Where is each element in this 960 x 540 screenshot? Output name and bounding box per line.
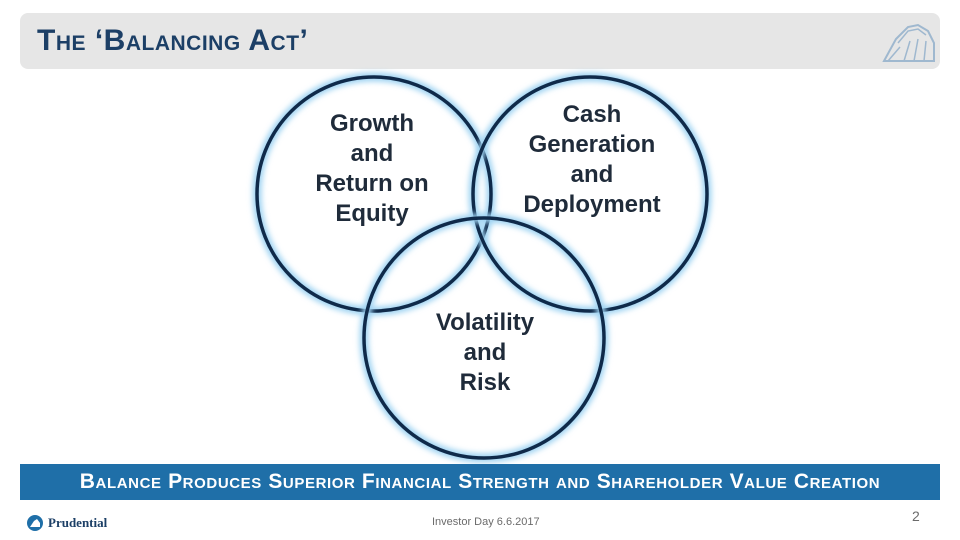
bottom-banner: Balance Produces Superior Financial Stre… [20, 464, 940, 500]
footer-event-date: Investor Day 6.6.2017 [432, 516, 540, 528]
page-number: 2 [912, 508, 920, 524]
prudential-logo: Prudential [26, 512, 107, 534]
label-volatility: Volatility and Risk [435, 309, 535, 396]
rock-logo-icon [882, 23, 935, 62]
banner-text: Balance Produces Superior Financial Stre… [79, 470, 881, 493]
logo-text: Prudential [48, 515, 108, 530]
circle-volatility [359, 213, 609, 463]
label-cash: Cash Generation and Deployment [523, 101, 661, 218]
title-bar: The ‘Balancing Act’ [20, 13, 940, 69]
rock-small-icon [27, 515, 43, 531]
circle-growth [252, 72, 496, 316]
circle-cash [468, 72, 712, 316]
slide-title: The ‘Balancing Act’ [37, 24, 309, 57]
label-growth: Growth and Return on Equity [315, 110, 429, 227]
